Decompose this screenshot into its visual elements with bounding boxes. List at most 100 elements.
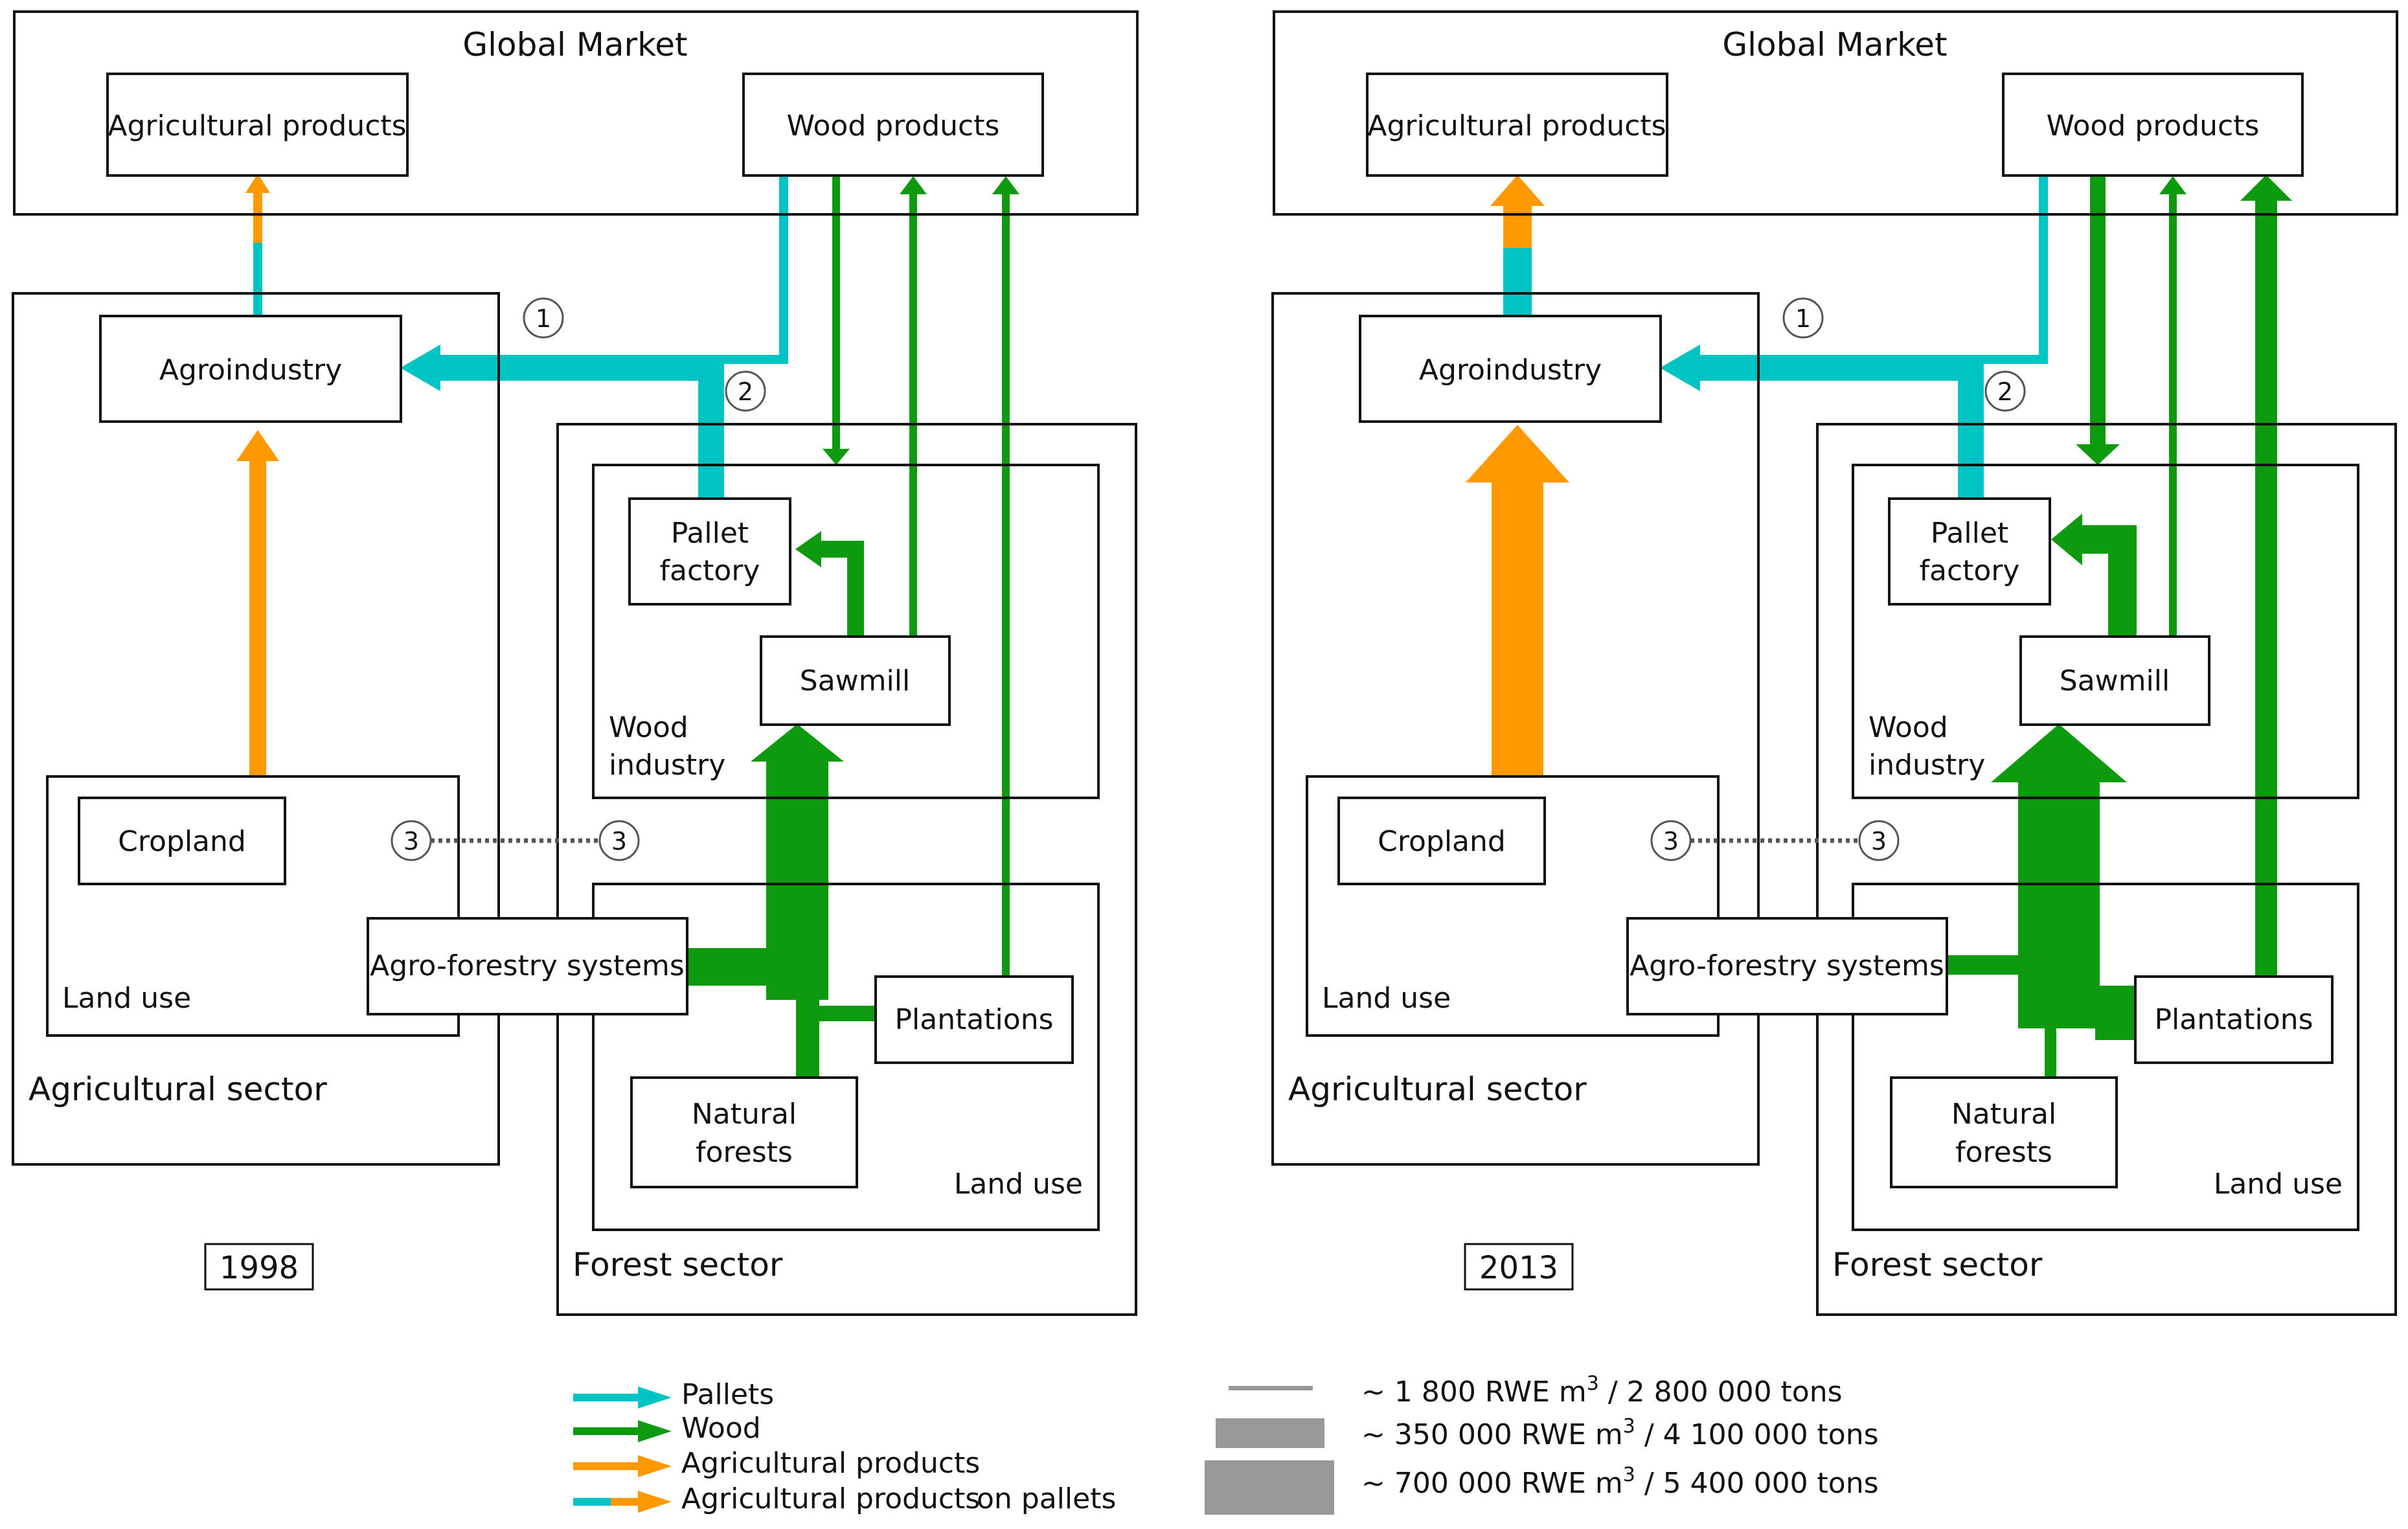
flow-agroindustry-to-agri-products-arrowhead <box>245 174 270 193</box>
flow-pallet-factory-to-agroindustry-arrowhead <box>1660 345 1700 391</box>
forest-sector-label: Forest sector <box>573 1246 783 1284</box>
flow-agroindustry-to-agri-products-agri-part <box>1503 206 1532 248</box>
wood-products-box <box>742 73 1044 177</box>
wood-industry-box <box>1852 464 2359 799</box>
flow-sawmill-to-pallet-factory-arrowhead <box>2051 514 2082 565</box>
agricultural-products-label: Agricultural products <box>108 109 406 142</box>
marker-3-right-label: 3 <box>611 827 627 855</box>
plantations-box <box>2134 975 2334 1064</box>
global-market-label: Global Market <box>462 26 687 63</box>
marker-2 <box>1984 370 2026 412</box>
flow-natural-forests-to-sawmill <box>2045 1023 2056 1078</box>
legend-pallets-arrowhead <box>638 1387 672 1409</box>
flows <box>236 174 1019 1078</box>
marker-3-right <box>1858 820 1900 861</box>
legend-agri-arrowhead <box>638 1455 672 1477</box>
forest-land-use-label: Land use <box>954 1168 1083 1201</box>
marker-3-right-label: 3 <box>1871 827 1887 855</box>
flow-forests-to-sawmill-arrowhead <box>1991 724 2127 782</box>
flow-forests-to-sawmill-trunk <box>766 762 828 1000</box>
pallet-factory-box <box>628 497 791 606</box>
marker-2 <box>725 370 766 412</box>
flow-agroindustry-to-agri-products-pallet-part <box>253 242 262 315</box>
cropland-box <box>1337 797 1546 885</box>
legend-wood-arrowhead <box>638 1420 672 1442</box>
agricultural-products-box <box>106 73 409 177</box>
flow-agroindustry-to-agri-products-arrowhead <box>1490 175 1545 206</box>
wood-industry-label-line2: industry <box>1868 749 1985 782</box>
flow-plantations-to-sawmill <box>2095 986 2137 1040</box>
flow-forests-to-sawmill-trunk <box>2018 782 2100 1028</box>
global-market-label: Global Market <box>1722 26 1947 63</box>
wood-industry-box <box>592 464 1100 799</box>
flow-agro-forestry-to-sawmill <box>687 948 771 986</box>
natural-forests-box <box>630 1076 858 1188</box>
flow-pallet-factory-to-agroindustry-arrowhead <box>400 345 440 391</box>
forest-land-use-box <box>592 883 1100 1231</box>
agroindustry-label: Agroindustry <box>159 354 342 387</box>
sawmill-box <box>2019 635 2210 726</box>
global-market-box <box>1273 10 2398 216</box>
legend-on-pallets-label: on pallets <box>977 1482 1116 1515</box>
marker-3-left-label: 3 <box>403 827 419 855</box>
agricultural-products-label: Agricultural products <box>1367 109 1666 142</box>
plantations-box <box>874 975 1074 1064</box>
wood-industry-label-line2: industry <box>609 749 725 782</box>
agricultural-sector-label: Agricultural sector <box>28 1070 327 1108</box>
flow-cropland-to-agroindustry-arrowhead <box>1466 425 1569 482</box>
agricultural-products-box <box>1366 73 1668 177</box>
legend-agri-line <box>573 1462 638 1470</box>
plantations-label: Plantations <box>894 1003 1053 1036</box>
flow-wood-products-to-sawmill <box>832 177 840 449</box>
legend-wood-line <box>573 1427 638 1435</box>
marker-1-label: 1 <box>1795 304 1811 333</box>
agri-land-use-box <box>46 775 460 1037</box>
year-label: 1998 <box>220 1250 299 1286</box>
pallet-factory-label-line1: Pallet <box>671 517 749 550</box>
agri-land-use-label: Land use <box>62 982 191 1015</box>
legend-agri-pallets-arrowhead <box>638 1491 672 1513</box>
global-market-box <box>13 10 1139 216</box>
flow-cropland-to-agroindustry <box>1492 482 1543 776</box>
pallet-factory-label-line2: factory <box>660 554 760 587</box>
flow-wood-products-to-agroindustry-pallets <box>711 177 788 364</box>
agroindustry-box <box>99 315 402 423</box>
flow-wood-products-to-sawmill <box>2090 177 2106 444</box>
natural-forests-box <box>1890 1076 2118 1188</box>
marker-1-label: 1 <box>536 304 551 333</box>
wood-industry-label-line1: Wood <box>609 711 688 744</box>
marker-3-left-label: 3 <box>1663 827 1679 855</box>
legend-scale-large-label: ~ 700 000 RWE m3 / 5 400 000 tons <box>1361 1464 1879 1500</box>
flow-forests-to-sawmill-arrowhead <box>751 724 844 762</box>
flow-plantations-to-sawmill <box>816 1006 876 1021</box>
agro-forestry-label: Agro-forestry systems <box>1630 949 1944 982</box>
legend-agri-label: Agricultural products <box>681 1447 980 1480</box>
cropland-box <box>78 797 286 885</box>
flow-sawmill-to-pallet-factory <box>820 541 864 637</box>
agro-forestry-box <box>367 917 688 1015</box>
legend-scale-medium <box>1216 1418 1324 1448</box>
legend-wood-label: Wood <box>681 1412 761 1445</box>
flow-cropland-to-agroindustry <box>249 461 266 776</box>
cropland-label: Cropland <box>1378 825 1506 858</box>
agro-forestry-label: Agro-forestry systems <box>370 949 685 982</box>
forest-land-use-box <box>1852 883 2359 1231</box>
flow-sawmill-to-wood-products <box>2169 194 2177 637</box>
flow-agroindustry-to-agri-products-agri-part <box>253 193 262 243</box>
agricultural-sector-label: Agricultural sector <box>1288 1070 1587 1108</box>
legend-scale-medium-label: ~ 350 000 RWE m3 / 4 100 000 tons <box>1361 1415 1879 1451</box>
marker-2-label: 2 <box>738 378 753 406</box>
forest-land-use-label: Land use <box>2214 1168 2343 1201</box>
year-box <box>1464 1243 1574 1291</box>
legend-agri-pallets-line-agri-part <box>611 1498 638 1506</box>
flow-sawmill-to-pallet-factory <box>2081 525 2137 637</box>
legend-agri-pallets-label: Agricultural products <box>681 1482 980 1515</box>
agri-land-use-box <box>1306 775 1720 1037</box>
sawmill-label: Sawmill <box>2060 664 2170 697</box>
forest-sector-box <box>556 423 1137 1316</box>
natural-forests-label-line2: forests <box>1955 1136 2052 1169</box>
legend-agri-pallets-line-pallet-part <box>573 1498 611 1506</box>
marker-3-left <box>391 820 432 861</box>
forest-sector-label: Forest sector <box>1832 1246 2043 1284</box>
panel-1998: Global Market Agricultural products Wood… <box>12 10 1139 1316</box>
